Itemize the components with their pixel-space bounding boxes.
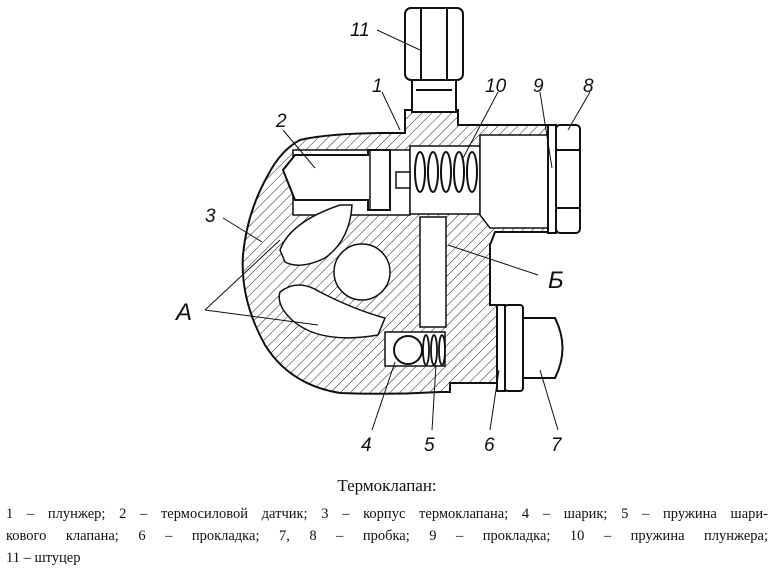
central-bore bbox=[333, 243, 391, 301]
legend-line-1: 1 – плунжер; 2 – термосиловой датчик; 3 … bbox=[6, 506, 768, 522]
fitting-nut bbox=[404, 7, 464, 113]
label-8: 8 bbox=[583, 76, 594, 97]
thermovalve-diagram: 11 1 2 3 А 10 9 8 Б 4 5 6 7 bbox=[174, 7, 594, 456]
legend-line-3: 11 – штуцер bbox=[6, 550, 81, 566]
label-4: 4 bbox=[361, 435, 372, 456]
label-2: 2 bbox=[275, 111, 287, 132]
channel-b bbox=[479, 134, 549, 229]
label-9: 9 bbox=[533, 76, 544, 97]
label-11: 11 bbox=[350, 20, 370, 41]
plunger-spring bbox=[414, 151, 478, 193]
label-b: Б bbox=[548, 267, 564, 294]
cavity-a-lower bbox=[278, 284, 387, 339]
leader-lines bbox=[204, 29, 591, 431]
label-7: 7 bbox=[551, 435, 563, 456]
ball bbox=[393, 335, 423, 365]
cavity-a-upper bbox=[279, 204, 353, 266]
ball-spring bbox=[422, 334, 446, 366]
figure-caption: Термоклапан: bbox=[337, 476, 437, 495]
label-1: 1 bbox=[372, 76, 383, 97]
legend-line-2: кового клапана; 6 – прокладка; 7, 8 – пр… bbox=[6, 528, 768, 544]
label-3: 3 bbox=[205, 206, 216, 227]
plug-8 bbox=[547, 124, 581, 234]
vertical-channel bbox=[419, 216, 447, 328]
label-10: 10 bbox=[485, 76, 507, 97]
label-5: 5 bbox=[424, 435, 435, 456]
plug-7 bbox=[496, 304, 564, 392]
figure-legend: 1 – плунжер; 2 – термосиловой датчик; 3 … bbox=[6, 503, 768, 569]
label-a: А bbox=[174, 299, 192, 326]
label-6: 6 bbox=[484, 435, 495, 456]
thermal-sensor bbox=[281, 149, 391, 211]
